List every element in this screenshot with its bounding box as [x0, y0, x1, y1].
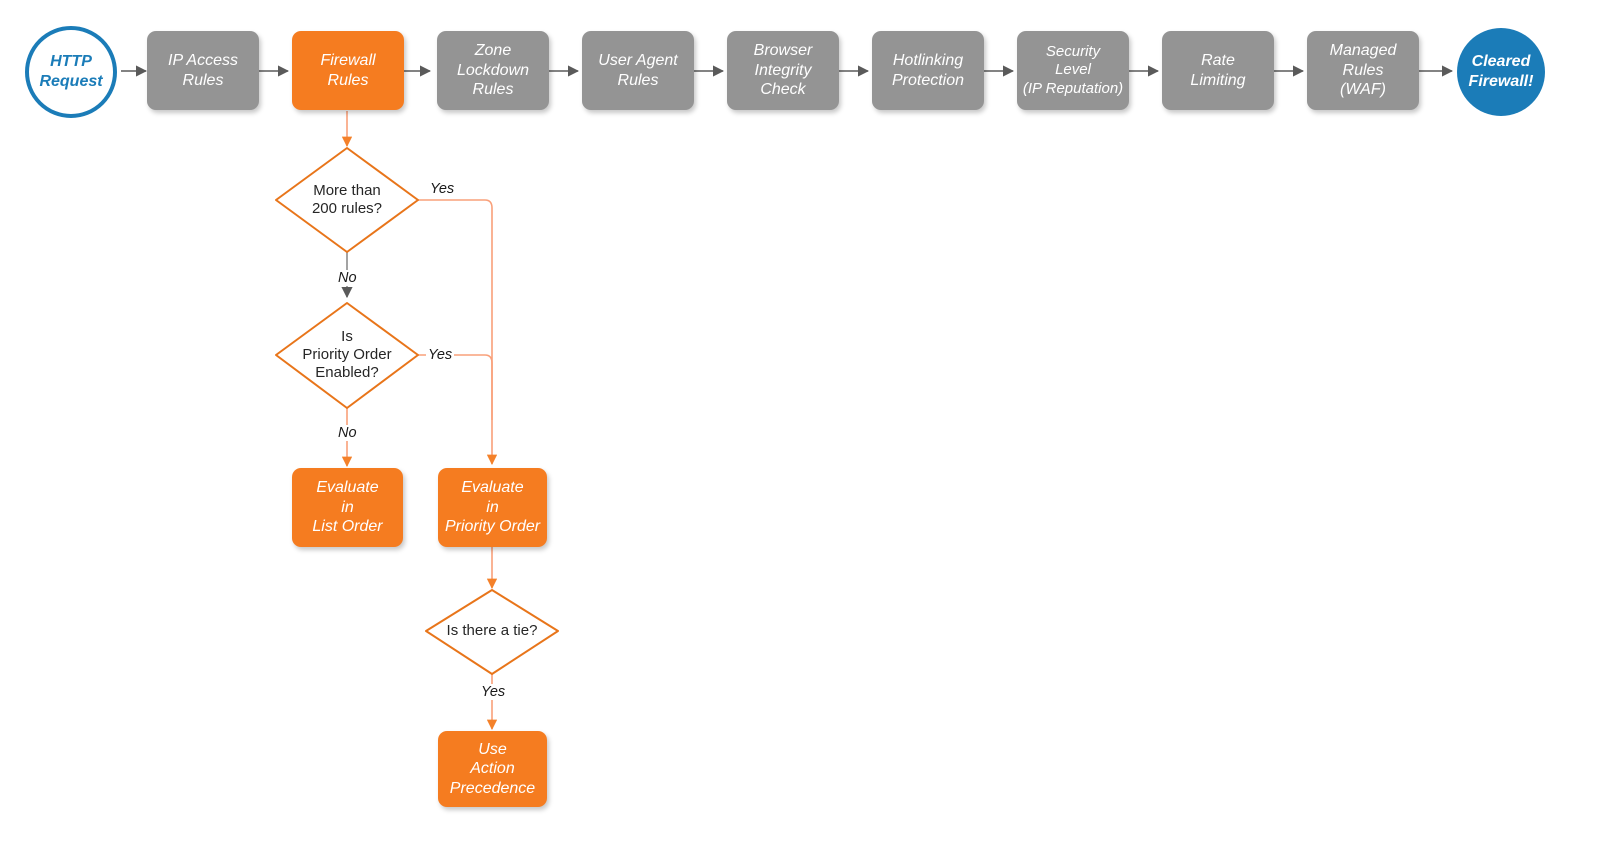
node-label: Evaluate in Priority Order	[444, 479, 541, 536]
node-label: IP Access Rules	[168, 51, 238, 89]
node-label: Rate Limiting	[1190, 51, 1246, 89]
node-cleared-firewall[interactable]: Cleared Firewall!	[1457, 28, 1545, 116]
node-label: Zone Lockdown Rules	[456, 42, 530, 99]
node-use-action-precedence[interactable]: Use Action Precedence	[438, 731, 547, 807]
node-label: Evaluate in List Order	[312, 479, 383, 536]
decision-label: Is Priority Order Enabled?	[302, 327, 392, 382]
node-ip-access-rules[interactable]: IP Access Rules	[147, 31, 259, 110]
node-label: Browser Integrity Check	[753, 42, 813, 99]
edge-decision2-yes	[418, 354, 493, 420]
node-label: Hotlinking Protection	[891, 51, 965, 89]
decision-label: More than 200 rules?	[311, 181, 383, 217]
node-zone-lockdown-rules[interactable]: Zone Lockdown Rules	[437, 31, 549, 110]
node-managed-rules-waf[interactable]: Managed Rules (WAF)	[1307, 31, 1419, 110]
node-firewall-rules[interactable]: Firewall Rules	[292, 31, 404, 110]
node-label: Managed Rules (WAF)	[1329, 42, 1397, 99]
node-evaluate-list-order[interactable]: Evaluate in List Order	[292, 468, 403, 547]
decision-priority-order-enabled[interactable]: Is Priority Order Enabled?	[277, 327, 417, 383]
node-label: Cleared Firewall!	[1468, 53, 1534, 90]
edge-label-tie-yes: Yes	[479, 684, 508, 700]
node-http-request[interactable]: HTTP Request	[25, 26, 117, 118]
decision-label: Is there a tie?	[446, 621, 538, 639]
node-label: Use Action Precedence	[449, 740, 536, 797]
node-label: HTTP Request	[39, 53, 103, 90]
node-user-agent-rules[interactable]: User Agent Rules	[582, 31, 694, 110]
edge-label-decision1-no: No	[336, 270, 359, 286]
edge-label-decision1-yes: Yes	[428, 181, 457, 197]
decision-is-there-a-tie[interactable]: Is there a tie?	[422, 619, 562, 643]
edge-label-decision2-no: No	[336, 425, 359, 441]
node-rate-limiting[interactable]: Rate Limiting	[1162, 31, 1274, 110]
node-label: Security Level (IP Reputation)	[1022, 43, 1124, 97]
edge-decision1-yes	[418, 199, 498, 466]
node-label: User Agent Rules	[598, 51, 678, 89]
node-security-level[interactable]: Security Level (IP Reputation)	[1017, 31, 1129, 110]
edge-label-decision2-yes: Yes	[426, 347, 455, 363]
node-browser-integrity-check[interactable]: Browser Integrity Check	[727, 31, 839, 110]
node-hotlinking-protection[interactable]: Hotlinking Protection	[872, 31, 984, 110]
node-evaluate-priority-order[interactable]: Evaluate in Priority Order	[438, 468, 547, 547]
decision-more-than-200-rules[interactable]: More than 200 rules?	[277, 160, 417, 240]
node-label: Firewall Rules	[320, 51, 376, 89]
